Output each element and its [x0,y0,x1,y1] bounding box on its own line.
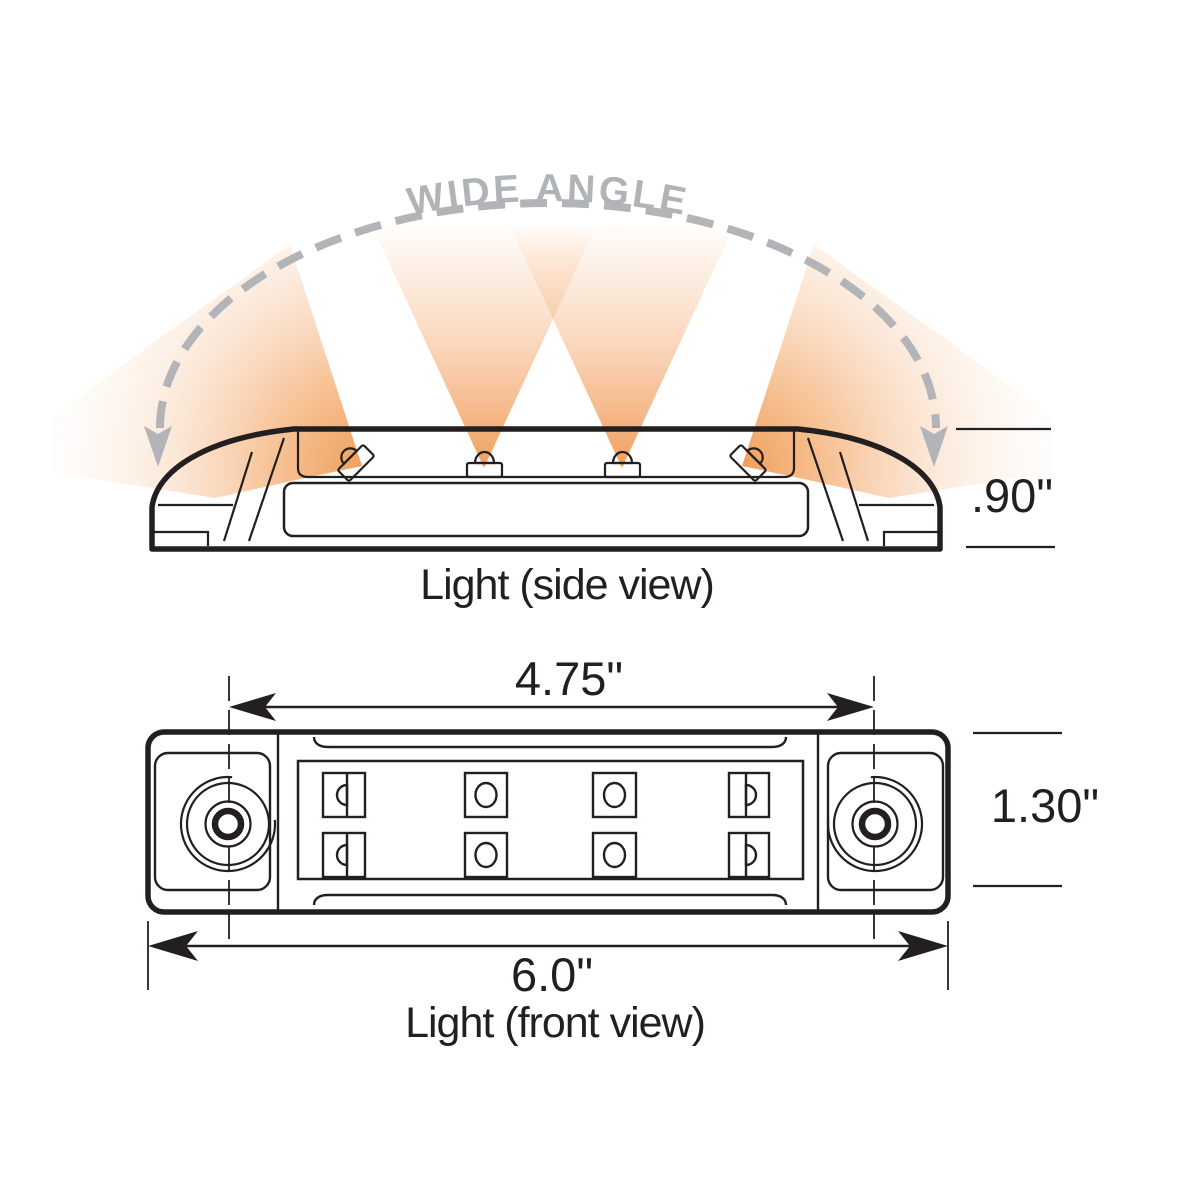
front-height-dim-text: 1.30" [991,779,1099,832]
arc-arrow-right-icon [920,426,948,467]
front-led-r2c4 [727,831,771,879]
screw-centerlines [228,676,875,948]
side-housing-outline [149,426,943,552]
side-led-4-angled [729,444,767,482]
arc-arrow-left-icon [144,426,172,467]
front-led-r1c2 [463,771,509,819]
side-lens-body [282,481,810,538]
side-interior-left [152,437,286,546]
front-led-r1c4 [727,771,771,819]
front-lens-panel [296,759,805,881]
side-interior-right [806,437,940,546]
side-led-1-angled [337,444,375,482]
front-housing-outline [145,729,951,915]
front-led-grid [321,771,771,879]
side-led-shelf [296,431,796,479]
front-led-r1c1 [321,771,367,819]
beam-cone-inner-right [510,226,734,468]
side-leds [337,444,767,482]
side-view-caption: Light (side view) [420,561,714,609]
side-housing [149,426,943,552]
front-height-dimension: 1.30" [973,731,1099,888]
front-flange-bottom [312,893,788,906]
side-led-2 [465,450,504,479]
mount-screw-right [826,775,924,873]
dim-arrow-left-icon [148,931,198,961]
arc-dashed-line [156,199,940,429]
front-housing [145,729,951,915]
front-led-r1c3 [591,771,638,819]
front-overall-width-dimension: 6.0" [147,921,949,1001]
front-mounting-width-dimension: 4.75" [229,652,874,721]
beam-cones [52,226,1052,498]
front-overall-dim-text: 6.0" [511,948,593,1001]
beam-cone-outer-left [52,245,362,498]
front-mounting-dim-text: 4.75" [515,652,623,705]
front-led-r2c3 [591,831,638,879]
dim-arrow-left-icon [229,693,276,721]
front-led-r2c1 [321,831,367,879]
front-led-r2c2 [463,831,509,879]
side-led-3 [603,450,642,479]
wide-angle-arc [144,199,948,467]
front-view-caption: Light (front view) [405,999,705,1047]
front-flange-top [312,736,788,749]
mount-screw-left [179,775,277,873]
side-height-dimension: .90" [956,427,1055,549]
wide-angle-label-text: WIDE ANGLE [404,167,693,224]
dim-arrow-right-icon [898,931,948,961]
beam-cone-outer-right [742,245,1052,498]
side-height-dim-text: .90" [971,469,1053,522]
wide-angle-label: WIDE ANGLE [404,167,690,224]
dim-arrow-right-icon [827,693,874,721]
